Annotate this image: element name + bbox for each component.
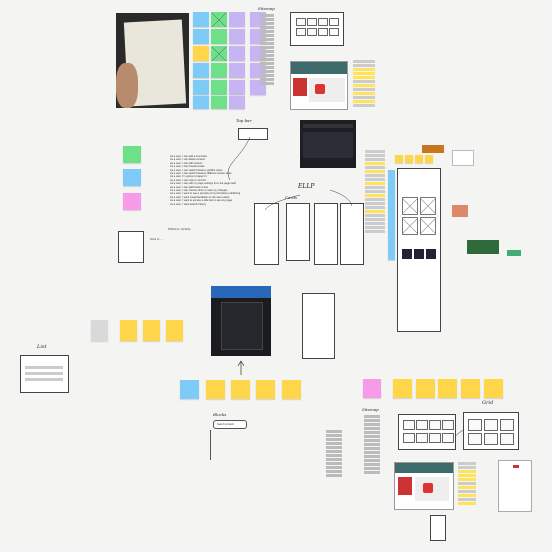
top-bar-label: Top bar [236, 118, 252, 123]
blocks-label: Blocks [213, 412, 227, 417]
sticky-grid-top [193, 12, 249, 109]
user-story: As a user, I can switch between grid/lis… [170, 168, 223, 172]
sticky-green [123, 146, 141, 163]
sitemap-title: Sitemap [258, 6, 275, 11]
sticky-pink [123, 193, 141, 210]
feature-list-bottom [458, 462, 476, 510]
wireframe-site-column [397, 168, 441, 332]
user-story: As a user, I can rank or sort list [170, 178, 206, 182]
user-story: As a user, I can choose when to view my … [170, 189, 228, 193]
user-story: As a user, I can add a new book [170, 155, 207, 158]
list-bottom-mid [364, 415, 380, 495]
screenshot-website-top [290, 61, 348, 110]
user-story: As a user, I want search history [170, 202, 207, 206]
sitemap-right-list [365, 150, 385, 280]
user-story: As a user, I can edit my page settings f… [170, 182, 236, 186]
search-pill-text: Search products [217, 422, 235, 426]
wireframe-phone-1 [254, 203, 279, 265]
wireframe-grid-bottom [398, 414, 456, 450]
search-pill[interactable]: Search products [213, 420, 247, 429]
screenshot-website-bottom [394, 462, 454, 510]
user-story: As a user, I can switch between differen… [170, 172, 232, 176]
user-story: As a user, I want to access a side bar t… [170, 199, 233, 203]
user-story: As a user, I can edit content [170, 161, 203, 165]
wireframe-phone-2 [286, 203, 310, 261]
screenshot-mobile-bottom [498, 460, 532, 512]
notebook-photo [116, 13, 189, 108]
wireframe-bottom-small [430, 515, 446, 541]
user-story: As a user, I'm going to inspect it [170, 175, 207, 179]
screenshot-app-central [211, 286, 271, 356]
note-left-1: Filters to include [168, 228, 191, 231]
wireframe-phone-left [118, 231, 144, 263]
wireframe-list [20, 355, 69, 393]
sticky-grey [91, 320, 108, 341]
top-bar-wireframe [238, 128, 268, 140]
feature-list-top-right [353, 60, 375, 108]
wireframe-grid-right [463, 412, 519, 450]
grid-label: Grid [482, 400, 494, 406]
list-bottom-left [326, 430, 342, 490]
ellp-label: ELLP [298, 183, 315, 190]
user-stories-list: As a user, I can add a new book As a use… [170, 155, 240, 206]
note-left-2: Tabs to ... [150, 238, 163, 241]
wireframe-phone-3 [314, 203, 338, 265]
sitemap-bottom-label: Sitemap [362, 407, 379, 412]
sticky-row-right [395, 155, 445, 163]
sitemap-top: Sitemap [258, 6, 288, 96]
user-story: As a user, I want to see a preview of my… [170, 192, 240, 196]
user-story: As a user, I can browse books [170, 165, 205, 169]
user-story: As a user, I want visual feedback on the… [170, 195, 230, 199]
wireframe-form [302, 293, 335, 359]
sticky-blue [123, 169, 141, 186]
user-story: As a user, I can add books in line [170, 185, 209, 189]
list-label: List [37, 344, 47, 350]
user-story: As a user, I can delete content [170, 158, 205, 162]
screenshot-dark-ui [300, 120, 356, 168]
wireframe-phone-4 [340, 203, 364, 265]
